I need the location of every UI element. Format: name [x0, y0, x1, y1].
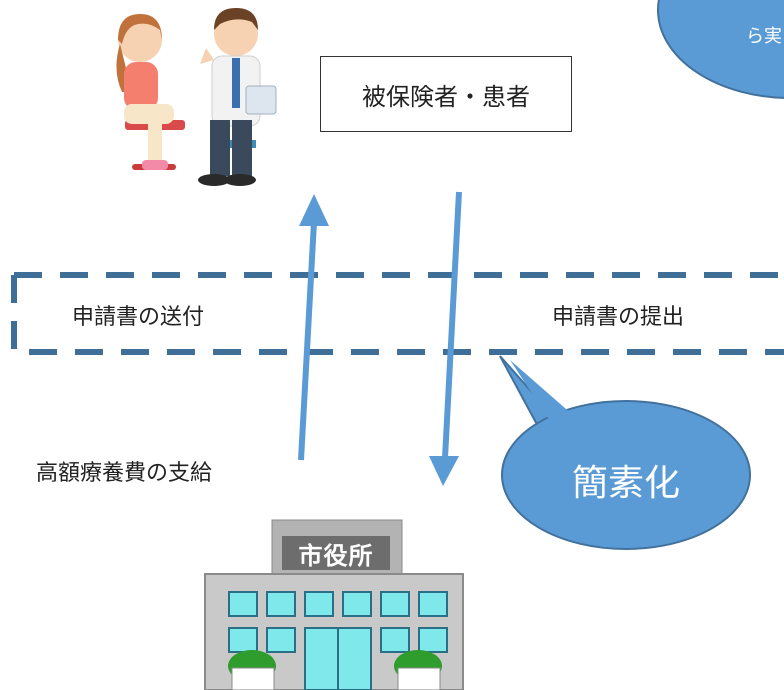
- city-office-building-illustration: [204, 519, 464, 690]
- up-arrow: [298, 194, 329, 461]
- dashed-process-boundary: [11, 272, 784, 355]
- send-application-label: 申請書の送付: [72, 305, 205, 330]
- submit-application-label: 申請書の提出: [552, 305, 685, 330]
- city-office-sign: 市役所: [298, 541, 374, 570]
- corner-bubble-text: ら実: [746, 26, 782, 47]
- simplification-speech-bubble: [499, 355, 751, 550]
- corner-speech-bubble: [657, 0, 784, 99]
- insured-patient-box: 被保険者・患者: [320, 56, 572, 132]
- simplification-bubble-text: 簡素化: [572, 463, 681, 504]
- down-arrow: [429, 191, 462, 486]
- benefit-payment-label: 高額療養費の支給: [36, 461, 213, 486]
- patient-and-doctor-illustration: [116, 8, 277, 186]
